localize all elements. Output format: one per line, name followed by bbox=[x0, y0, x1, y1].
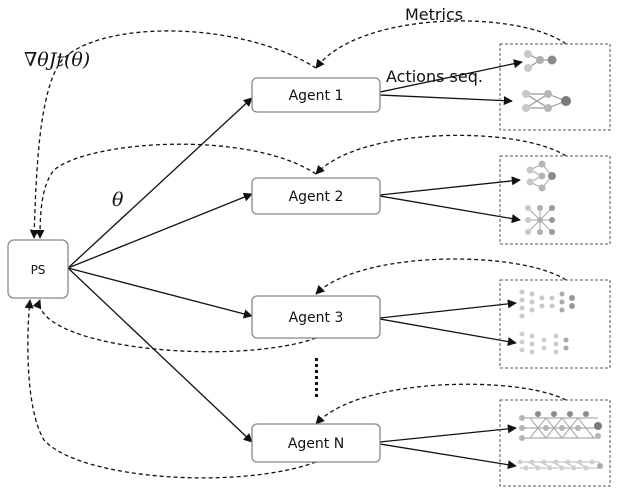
panel-2 bbox=[499, 155, 611, 245]
network-icon-4a-nodes bbox=[519, 411, 602, 441]
metrics-to-agent3 bbox=[315, 258, 567, 295]
arrow-a1-top bbox=[379, 59, 523, 93]
agent-2-node: Agent 2 bbox=[251, 177, 381, 215]
agent-1-label: Agent 1 bbox=[289, 88, 344, 104]
panel-1 bbox=[499, 43, 611, 131]
arrow-aN-top bbox=[379, 424, 517, 443]
arrow-a3-bot bbox=[379, 318, 517, 347]
arrow-ps-agentN bbox=[67, 267, 253, 443]
agent2-to-ps bbox=[35, 143, 317, 239]
agent-2-label: Agent 2 bbox=[289, 189, 344, 205]
agent-N-label: Agent N bbox=[288, 436, 344, 452]
arrow-ps-agent1 bbox=[67, 97, 253, 269]
panel-4 bbox=[499, 399, 611, 487]
metrics-to-agentN bbox=[315, 383, 567, 425]
actions-seq-label: Actions seq. bbox=[386, 67, 483, 86]
arrow-a1-bot bbox=[379, 94, 513, 106]
network-icon-3b bbox=[519, 331, 569, 355]
gradient-label: ∇θJt(θ) bbox=[24, 49, 90, 71]
network-icon-4b-nodes bbox=[517, 459, 603, 471]
agent-3-label: Agent 3 bbox=[289, 310, 344, 326]
panel-3 bbox=[499, 279, 611, 369]
ps-node: PS bbox=[7, 239, 69, 299]
agent-N-node: Agent N bbox=[251, 423, 381, 463]
agentN-to-ps bbox=[24, 299, 317, 479]
agent-3-node: Agent 3 bbox=[251, 295, 381, 339]
agent-to-panel-arrows bbox=[379, 59, 523, 470]
agent1-to-ps bbox=[29, 30, 317, 239]
metrics-label: Metrics bbox=[405, 5, 463, 24]
arrow-ps-agent3 bbox=[67, 267, 253, 319]
arrow-a3-top bbox=[379, 299, 517, 319]
arrow-ps-agent2 bbox=[67, 192, 253, 269]
arrow-a2-top bbox=[379, 176, 521, 196]
feedback-arrows bbox=[24, 20, 567, 479]
network-icon-3a bbox=[519, 289, 575, 319]
theta-label: θ bbox=[112, 189, 124, 211]
arrow-a2-bot bbox=[379, 195, 521, 224]
ps-to-agent-arrows bbox=[67, 97, 253, 443]
metrics-to-agent1 bbox=[315, 20, 567, 69]
metrics-to-agent2 bbox=[315, 134, 567, 175]
agent-1-node: Agent 1 bbox=[251, 77, 381, 113]
ps-label: PS bbox=[31, 263, 46, 277]
agent3-to-ps bbox=[32, 299, 317, 353]
ellipsis-dots bbox=[315, 358, 318, 397]
arrow-aN-bot bbox=[379, 443, 517, 470]
